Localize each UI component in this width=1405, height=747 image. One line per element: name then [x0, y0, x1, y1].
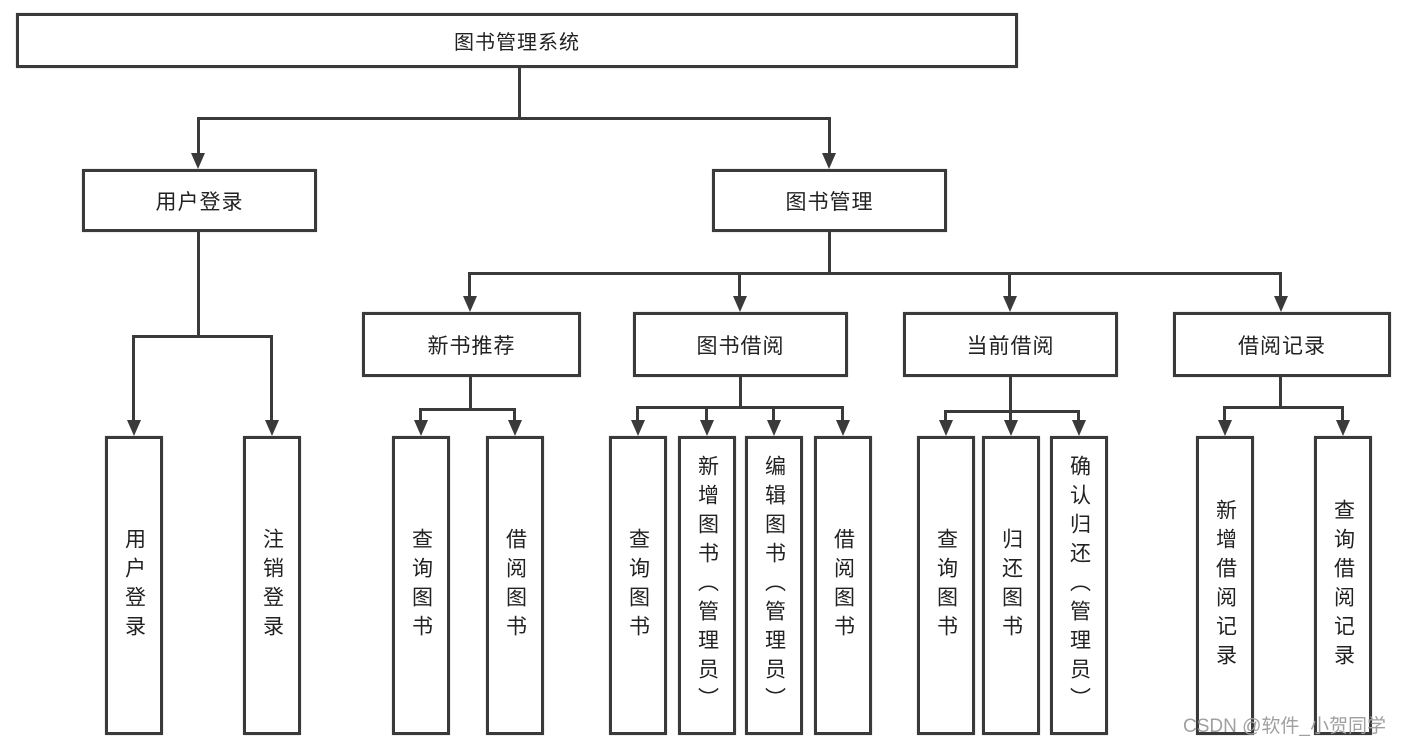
connector-records-rail [1223, 406, 1344, 409]
arrowhead-down-icon [1003, 296, 1017, 312]
node-label: 新增借阅记录 [1213, 498, 1237, 673]
node-label: 当前借阅 [966, 334, 1055, 358]
node-label: 查询图书 [934, 527, 958, 644]
connector-root-drop [518, 68, 521, 117]
connector-stub-book-management [828, 117, 831, 153]
arrowhead-down-icon [767, 420, 781, 436]
node-label: 查询借阅记录 [1331, 498, 1355, 673]
connector-stub-leaf [841, 406, 844, 420]
node-label: 借阅图书 [503, 527, 527, 644]
connector-stub-leaf [944, 410, 947, 420]
leaf-edit-books-admin: 编辑图书（管理员） [745, 436, 803, 735]
node-label: 用户登录 [155, 190, 244, 214]
connector-borrowing-drop [739, 377, 742, 406]
arrowhead-down-icon [733, 296, 747, 312]
node-book-borrowing: 图书借阅 [633, 312, 848, 377]
connector-stub-leaf [1341, 406, 1344, 420]
connector-stub-leaf [1009, 410, 1012, 420]
node-label: 确认归还（管理员） [1067, 455, 1091, 716]
node-label: 归还图书 [999, 527, 1023, 644]
leaf-query-books-borrowing: 查询图书 [609, 436, 667, 735]
connector-stub-leaf [705, 406, 708, 420]
arrowhead-down-icon [1072, 420, 1086, 436]
node-book-management: 图书管理 [712, 169, 947, 232]
node-borrow-records: 借阅记录 [1173, 312, 1391, 377]
connector-recommend-rail [419, 408, 516, 411]
node-label: 用户登录 [122, 527, 146, 644]
connector-records-drop [1279, 377, 1282, 406]
node-label: 图书管理 [785, 190, 874, 214]
arrowhead-down-icon [508, 420, 522, 436]
connector-stub-level3 [1008, 272, 1011, 296]
arrowhead-down-icon [939, 420, 953, 436]
leaf-borrow-books-recommend: 借阅图书 [486, 436, 544, 735]
connector-stub-leaf [772, 406, 775, 420]
node-label: 借阅记录 [1238, 334, 1326, 358]
leaf-confirm-return-admin: 确认归还（管理员） [1050, 436, 1108, 735]
connector-book-mgmt-drop [828, 232, 831, 272]
node-label: 借阅图书 [831, 527, 855, 644]
connector-current-drop [1009, 377, 1012, 410]
node-label: 查询图书 [409, 527, 433, 644]
connector-stub-level3 [468, 272, 471, 296]
node-label: 新增图书（管理员） [695, 455, 719, 716]
arrowhead-down-icon [1218, 420, 1232, 436]
csdn-watermark: CSDN @软件_小贺同学 [1183, 716, 1386, 737]
node-current-borrowing: 当前借阅 [903, 312, 1118, 377]
connector-stub-level3 [1279, 272, 1282, 296]
arrowhead-down-icon [1274, 296, 1288, 312]
leaf-query-borrow-record: 查询借阅记录 [1314, 436, 1372, 735]
arrowhead-down-icon [1336, 420, 1350, 436]
connector-borrowing-rail [636, 406, 843, 409]
node-label: 注销登录 [260, 527, 284, 644]
arrowhead-down-icon [265, 420, 279, 436]
leaf-borrow-books: 借阅图书 [814, 436, 872, 735]
node-user-login: 用户登录 [82, 169, 317, 232]
arrowhead-down-icon [191, 153, 205, 169]
arrowhead-down-icon [463, 296, 477, 312]
arrowhead-down-icon [836, 420, 850, 436]
connector-stub-leaf [1223, 406, 1226, 420]
node-root-library-system: 图书管理系统 [16, 13, 1018, 68]
arrowhead-down-icon [700, 420, 714, 436]
node-label: 编辑图书（管理员） [762, 455, 786, 716]
connector-stub-level3 [738, 272, 741, 296]
connector-root-rail [197, 117, 831, 120]
connector-recommend-drop [469, 377, 472, 408]
arrowhead-down-icon [414, 420, 428, 436]
arrowhead-down-icon [1004, 420, 1018, 436]
leaf-query-books-recommend: 查询图书 [392, 436, 450, 735]
connector-stub-leaf [270, 335, 273, 420]
leaf-logout: 注销登录 [243, 436, 301, 735]
arrowhead-down-icon [127, 420, 141, 436]
connector-user-login-rail [132, 335, 273, 338]
connector-stub-leaf [513, 408, 516, 420]
node-label: 图书管理系统 [454, 32, 580, 54]
connector-current-rail [944, 410, 1080, 413]
leaf-add-books-admin: 新增图书（管理员） [678, 436, 736, 735]
leaf-add-borrow-record: 新增借阅记录 [1196, 436, 1254, 735]
connector-stub-leaf [132, 335, 135, 420]
connector-book-mgmt-rail [469, 272, 1282, 275]
node-new-book-recommend: 新书推荐 [362, 312, 581, 377]
connector-user-login-drop [197, 232, 200, 335]
leaf-user-login: 用户登录 [105, 436, 163, 735]
connector-stub-leaf [636, 406, 639, 420]
node-label: 图书借阅 [696, 334, 785, 358]
arrowhead-down-icon [822, 153, 836, 169]
leaf-query-books-current: 查询图书 [917, 436, 975, 735]
node-label: 查询图书 [626, 527, 650, 644]
connector-stub-leaf [419, 408, 422, 420]
arrowhead-down-icon [631, 420, 645, 436]
connector-stub-leaf [1077, 410, 1080, 420]
leaf-return-books: 归还图书 [982, 436, 1040, 735]
connector-stub-user-login [197, 117, 200, 153]
node-label: 新书推荐 [427, 334, 516, 358]
